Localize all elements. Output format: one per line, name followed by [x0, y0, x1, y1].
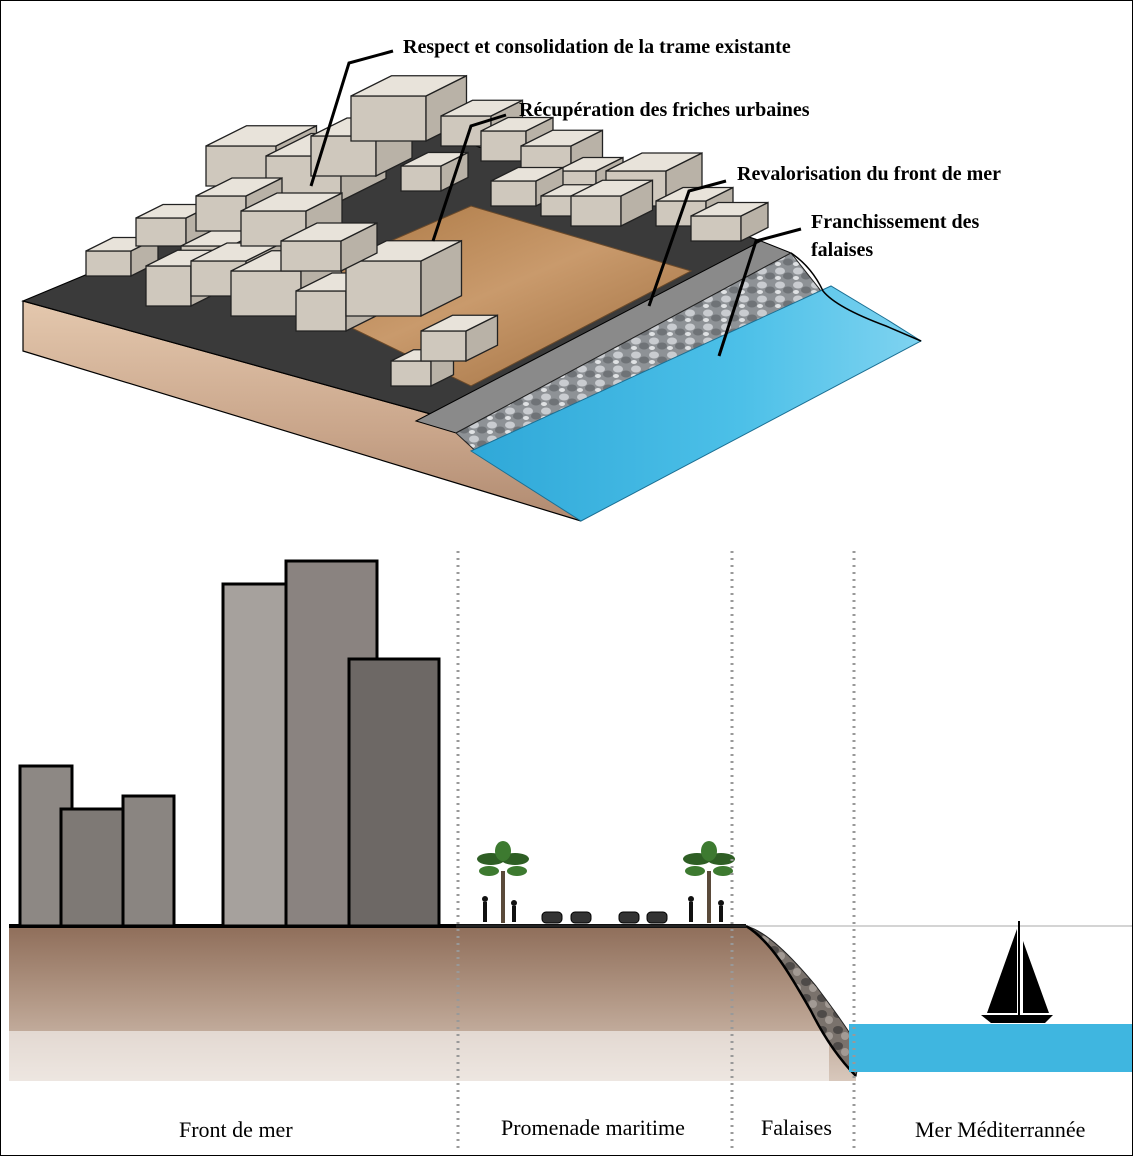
building-6: [347, 657, 441, 928]
building-face: [85, 250, 132, 277]
building-face: [490, 180, 537, 207]
palm-tree-left: [477, 841, 529, 923]
building-face: [490, 166, 564, 182]
label-friches: Récupération des friches urbaines: [519, 99, 810, 121]
building-face: [605, 152, 703, 172]
building-face: [420, 330, 467, 362]
soil-fade: [9, 1031, 829, 1091]
building-face: [570, 195, 622, 227]
sailboat-icon: [981, 921, 1053, 1023]
building-4: [221, 582, 288, 928]
building-face: [295, 290, 347, 332]
cliff-outline: [745, 924, 857, 1077]
leader-trame: [309, 49, 394, 187]
section-dividers: [456, 551, 856, 1149]
building-face: [145, 265, 192, 307]
sea-surface: [469, 285, 922, 522]
building-face: [480, 130, 527, 162]
building-face: [205, 125, 317, 147]
building-face: [280, 222, 378, 242]
cars: [541, 911, 668, 924]
building-face: [690, 215, 742, 242]
isometric-site-block: [21, 74, 922, 522]
building-face: [350, 75, 467, 97]
leader-franchissement: [717, 227, 802, 357]
palm-tree-right: [683, 841, 735, 923]
building-face: [690, 201, 769, 217]
building-face: [195, 195, 247, 232]
building-face: [480, 116, 554, 132]
building-face: [555, 156, 624, 172]
label-trame: Respect et consolidation de la trame exi…: [403, 36, 791, 58]
building-face: [655, 186, 734, 202]
label-franchissement: Franchissement des falaises: [811, 211, 980, 261]
cross-section: [9, 551, 1132, 1149]
building-face: [195, 177, 283, 197]
building-face: [400, 165, 442, 192]
sea-section: [849, 1024, 1132, 1072]
building-face: [420, 314, 498, 332]
building-face: [345, 260, 422, 317]
building-face: [240, 192, 343, 212]
building-face: [135, 217, 187, 247]
leader-lines: [309, 49, 802, 357]
building-2: [59, 807, 128, 928]
building-face: [520, 129, 603, 147]
section-label-front-de-mer: Front de mer: [179, 1117, 293, 1142]
building-3: [121, 794, 176, 928]
building-face: [280, 240, 342, 272]
building-face: [230, 270, 302, 317]
section-buildings: [18, 559, 441, 928]
leader-front: [647, 179, 727, 307]
section-label-mer: Mer Méditerrannée: [915, 1117, 1086, 1142]
cliff-profile: [790, 252, 922, 342]
section-label-falaises: Falaises: [761, 1115, 832, 1140]
leader-friches: [431, 113, 507, 242]
building-face: [350, 95, 427, 142]
building-face: [440, 99, 523, 117]
building-face: [400, 151, 469, 167]
section-label-promenade: Promenade maritime: [501, 1115, 685, 1140]
label-front: Revalorisation du front de mer: [737, 163, 1002, 185]
pedestrians: [482, 896, 724, 922]
existing-buildings: [85, 74, 769, 388]
building-face: [390, 360, 432, 387]
building-face: [570, 179, 653, 197]
